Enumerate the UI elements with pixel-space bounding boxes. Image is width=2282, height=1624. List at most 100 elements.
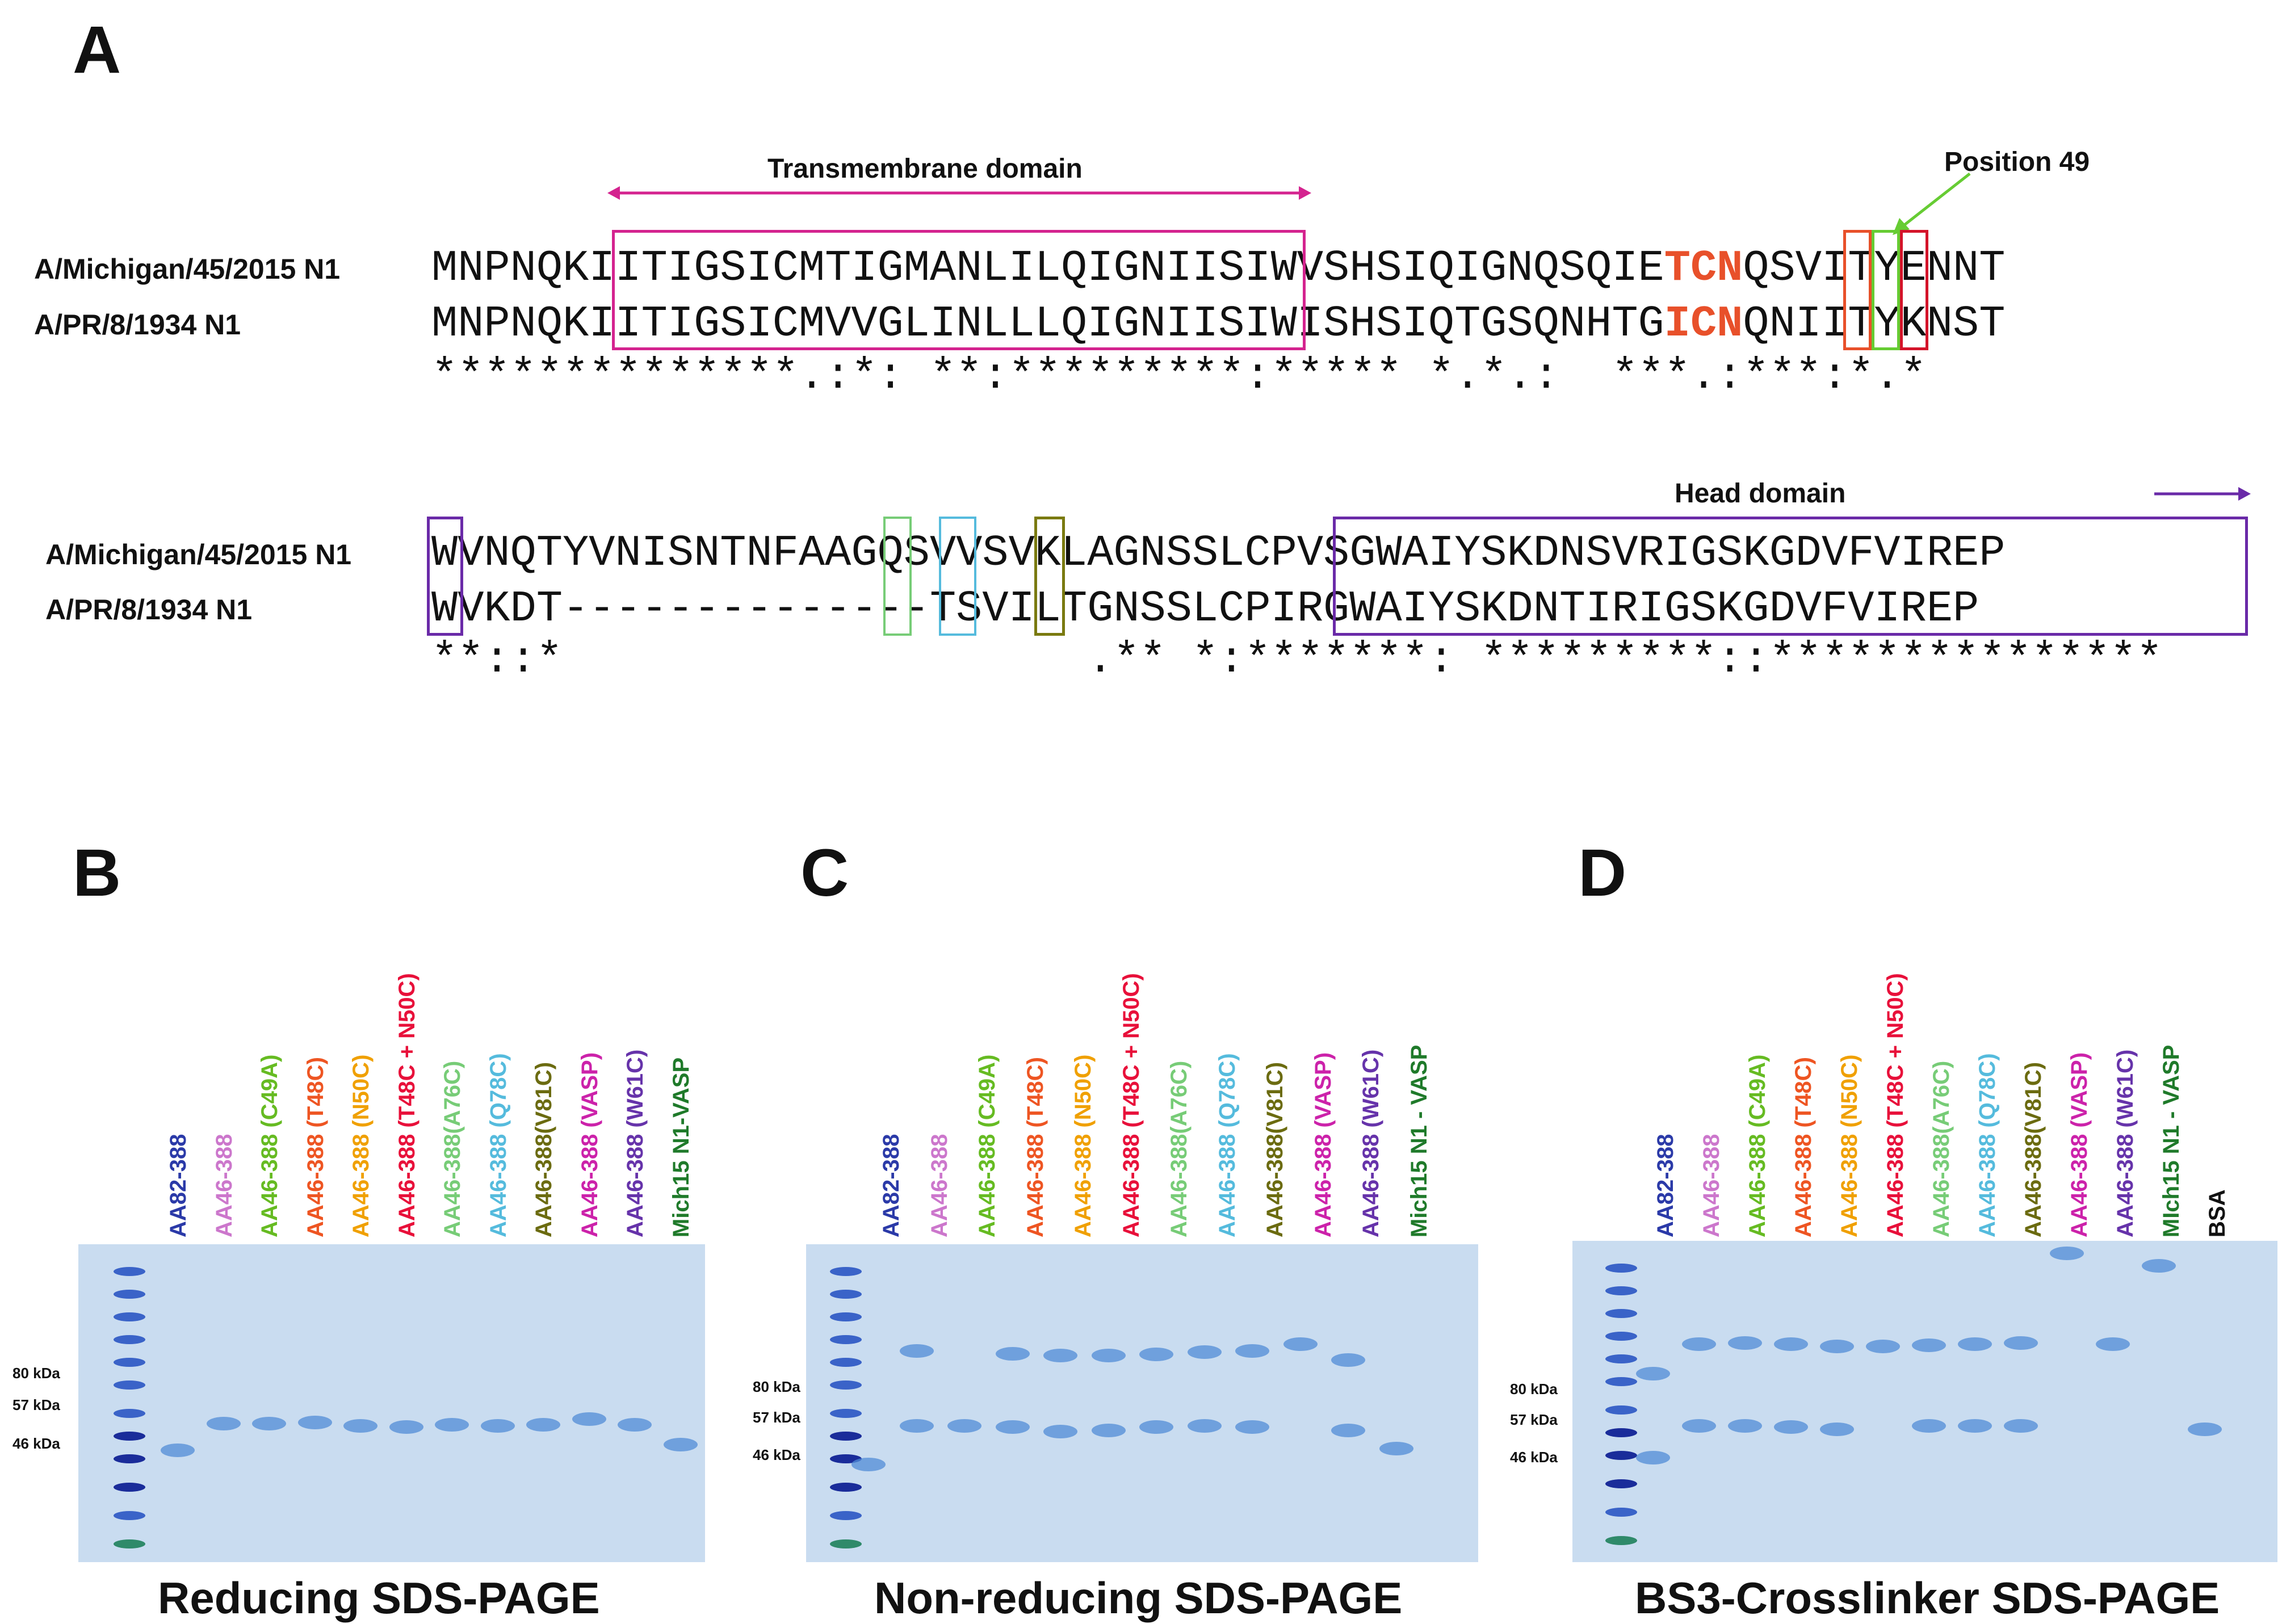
gel-c-lane-label: AA46-388 (VASP)	[1310, 1052, 1336, 1237]
gel-c-ladder-band	[830, 1312, 862, 1321]
gel-c-ladder-band	[830, 1335, 862, 1344]
gel-d-protein-band	[1820, 1340, 1854, 1353]
gel-d-lane-label: MIch15 N1 - VASP	[2159, 1044, 2184, 1237]
gel-c-lane-label: AA46-388 (T48C)	[1022, 1057, 1048, 1237]
gel-c-protein-band	[899, 1419, 934, 1433]
gel-c-lane-label: AA46-388 (T48C + N50C)	[1118, 973, 1144, 1237]
gel-d-protein-band	[1636, 1451, 1670, 1464]
gel-b-marker-57: 57 kDa	[12, 1396, 60, 1413]
gel-d-protein-band	[1728, 1419, 1762, 1433]
consensus-1: **************.:*: **:*********:***** *.…	[431, 352, 1927, 401]
gel-d-ladder-band	[1605, 1479, 1637, 1488]
gel-b-marker-80: 80 kDa	[12, 1365, 60, 1382]
gel-c-protein-band	[1043, 1349, 1077, 1362]
gel-d-ladder-band	[1605, 1451, 1637, 1460]
gel-c-protein-band	[1139, 1348, 1173, 1361]
gel-d-ladder-band	[1605, 1405, 1637, 1415]
seq-name-michigan-2: A/Michigan/45/2015 N1	[45, 539, 352, 570]
gel-d-protein-band	[1820, 1422, 1854, 1436]
transmembrane-arrow	[607, 186, 1311, 200]
gel-b-ladder-band	[114, 1454, 145, 1463]
gel-d-protein-band	[1958, 1337, 1992, 1351]
gel-b-protein-band	[252, 1417, 286, 1430]
gel-b-ladder-band	[114, 1312, 145, 1321]
gel-d-ladder-band	[1605, 1508, 1637, 1517]
gel-b-lane-label: AA82-388	[166, 1134, 191, 1237]
gel-d-ladder-band	[1605, 1536, 1637, 1545]
gel-c-lane-label: AA82-388	[879, 1134, 904, 1237]
gel-b-lane-label: AA46-388 (Q78C)	[485, 1053, 511, 1237]
seq-michigan-1-highlight: TCN	[1664, 244, 1743, 293]
gel-c-ladder-band	[830, 1432, 862, 1441]
gel-c-lane-label: AA46-388(A76C)	[1167, 1060, 1192, 1237]
gel-c-ladder-band	[830, 1358, 862, 1367]
panel-letter-d: D	[1578, 836, 1627, 910]
box-position-49	[1872, 230, 1900, 350]
gel-b-protein-band	[435, 1418, 469, 1432]
gel-c-protein-band	[1139, 1420, 1173, 1434]
gel-d-ladder-band	[1605, 1377, 1637, 1386]
consensus-2: **::* .** *:*******: *********::********…	[431, 636, 2163, 685]
gel-d-protein-band	[2188, 1422, 2222, 1436]
gel-b-lane-label: AA46-388 (C49A)	[257, 1054, 282, 1237]
gel-d-protein-band	[2050, 1247, 2084, 1260]
gel-b-lane-label: Mich15 N1-VASP	[668, 1057, 694, 1237]
gel-b-protein-band	[343, 1419, 377, 1433]
gel-d-ladder-band	[1605, 1286, 1637, 1295]
panel-letter-a: A	[73, 12, 121, 87]
gel-d-protein-band	[1912, 1338, 1946, 1352]
gel-b-ladder-band	[114, 1267, 145, 1276]
gel-d-protein-band	[1682, 1419, 1716, 1433]
seq-name-pr8-1: A/PR/8/1934 N1	[34, 309, 241, 341]
gel-d-protein-band	[1912, 1419, 1946, 1433]
gel-d-ladder-band	[1605, 1309, 1637, 1318]
gel-d-protein-band	[2004, 1419, 2038, 1433]
gel-b-protein-band	[206, 1417, 241, 1430]
gel-d-protein-band	[2004, 1336, 2038, 1350]
gel-b-protein-band	[480, 1419, 515, 1433]
gel-b-lane-label: AA46-388 (W61C)	[623, 1049, 648, 1237]
gel-c-lane-label: AA46-388	[926, 1134, 952, 1237]
gel-b-protein-band	[389, 1420, 423, 1434]
gel-d-lane-label: BSA	[2205, 1189, 2230, 1237]
gel-c-lane-label: AA46-388 (W61C)	[1358, 1049, 1383, 1237]
gel-d-ladder-band	[1605, 1332, 1637, 1341]
position-49-label: Position 49	[1944, 147, 2090, 177]
gel-b-ladder-band	[114, 1432, 145, 1441]
gel-d-lane-label: AA46-388 (T48C + N50C)	[1883, 973, 1908, 1237]
gel-b-lane-label: AA46-388 (N50C)	[349, 1054, 374, 1237]
gel-b-lane-label: AA46-388 (T48C + N50C)	[394, 973, 420, 1237]
box-position-78	[939, 517, 976, 636]
gel-c-protein-band	[1043, 1425, 1077, 1438]
gel-d-lane-label: AA46-388 (VASP)	[2067, 1052, 2092, 1237]
gel-d-protein-band	[1866, 1340, 1900, 1353]
gel-d-protein-band	[1728, 1336, 1762, 1350]
gel-c-protein-band	[1331, 1424, 1365, 1437]
gel-c-ladder-band	[830, 1267, 862, 1276]
gel-b-ladder-band	[114, 1483, 145, 1492]
gel-c	[806, 1244, 1478, 1562]
head-domain-label: Head domain	[1675, 479, 1846, 509]
gel-c-ladder-band	[830, 1539, 862, 1549]
gel-b-ladder-band	[114, 1335, 145, 1344]
gel-c-protein-band	[1235, 1420, 1269, 1434]
gel-c-ladder-band	[830, 1290, 862, 1299]
gel-c-marker-57: 57 kDa	[753, 1409, 800, 1426]
gel-c-protein-band	[1091, 1424, 1126, 1437]
gel-b-protein-band	[297, 1416, 332, 1429]
transmembrane-box	[612, 230, 1306, 350]
gel-c-protein-band	[1283, 1337, 1318, 1351]
gel-c-protein-band	[1091, 1349, 1126, 1362]
gel-c-lane-label: Mich15 N1 - VASP	[1406, 1044, 1432, 1237]
gel-d-protein-band	[2096, 1337, 2130, 1351]
gel-d-lane-label: AA46-388 (Q78C)	[1975, 1053, 2000, 1237]
head-domain-arrow	[2154, 487, 2251, 501]
gel-c-protein-band	[995, 1420, 1030, 1434]
gel-c-marker-80: 80 kDa	[753, 1378, 800, 1395]
gel-b-title: Reducing SDS-PAGE	[158, 1573, 600, 1623]
panel-letter-b: B	[73, 836, 121, 910]
gel-c-ladder-band	[830, 1380, 862, 1390]
gel-c-ladder-band	[830, 1511, 862, 1520]
head-domain-box	[1333, 517, 2248, 636]
gel-b-protein-band	[618, 1418, 652, 1432]
